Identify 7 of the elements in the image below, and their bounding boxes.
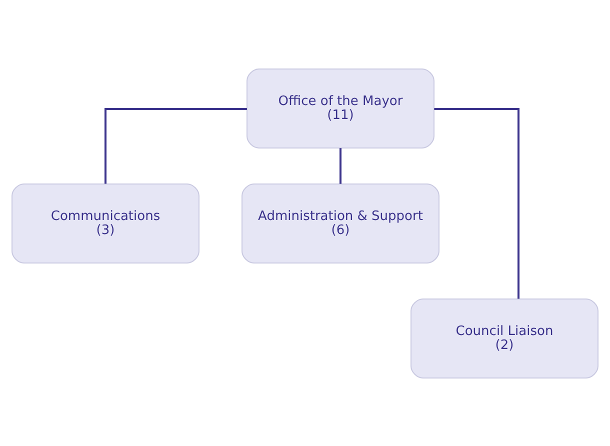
connector — [434, 108, 520, 298]
node-box: Council Liaison (2) — [410, 298, 598, 378]
connector — [340, 148, 342, 184]
node-box: Administration & Support (6) — [242, 183, 440, 263]
node-box: Communications (3) — [12, 183, 200, 263]
node-box: Office of the Mayor (11) — [246, 68, 434, 148]
connector — [104, 108, 247, 184]
